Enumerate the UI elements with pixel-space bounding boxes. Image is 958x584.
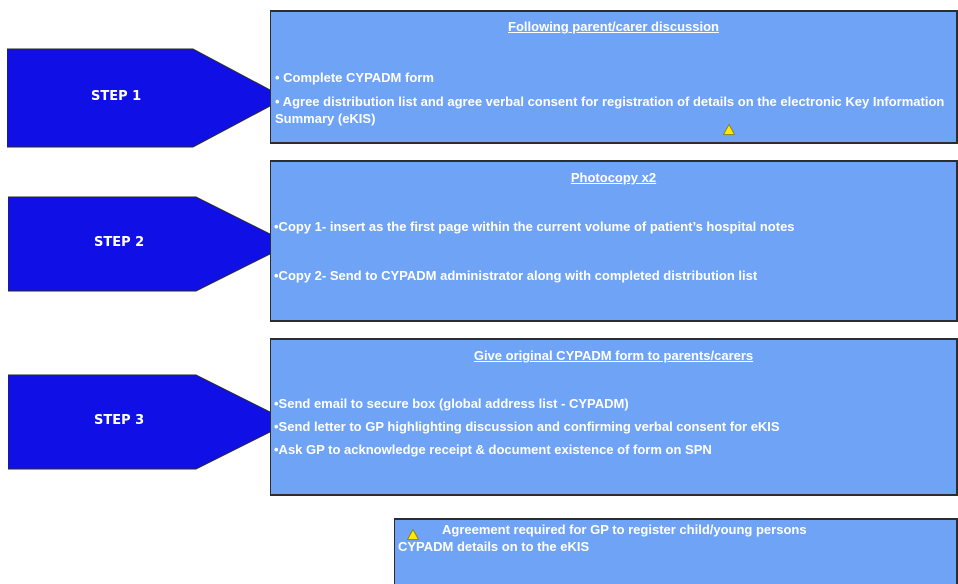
step-1-title: Following parent/carer discussion bbox=[508, 19, 719, 34]
step-3-line-3: •Ask GP to acknowledge receipt & documen… bbox=[274, 442, 712, 457]
step-3-label: STEP 3 bbox=[94, 413, 145, 428]
warning-triangle-icon bbox=[406, 527, 420, 544]
step-1-line-2: • Agree distribution list and agree verb… bbox=[275, 94, 945, 126]
step-1-box: Following parent/carer discussion • Comp… bbox=[270, 10, 958, 144]
step-2-line-1: •Copy 1- insert as the first page within… bbox=[274, 219, 795, 234]
arrow-shape bbox=[7, 48, 287, 148]
step-1-label: STEP 1 bbox=[91, 89, 142, 104]
step-2-box: Photocopy x2 •Copy 1- insert as the firs… bbox=[270, 160, 958, 322]
step-3-line-2: •Send letter to GP highlighting discussi… bbox=[274, 419, 780, 434]
step-2-label: STEP 2 bbox=[94, 235, 145, 250]
step-3-title: Give original CYPADM form to parents/car… bbox=[473, 348, 754, 363]
step-3-line-1: •Send email to secure box (global addres… bbox=[274, 396, 629, 411]
step-3-box: Give original CYPADM form to parents/car… bbox=[270, 338, 958, 496]
step-1-arrow: STEP 1 bbox=[7, 44, 292, 152]
step-2-line-2: •Copy 2- Send to CYPADM administrator al… bbox=[274, 268, 758, 283]
step-1-line-1: • Complete CYPADM form bbox=[275, 70, 434, 85]
note-text: Agreement required for GP to register ch… bbox=[398, 522, 807, 554]
arrow-shape bbox=[8, 374, 292, 470]
step-3-arrow: STEP 3 bbox=[8, 366, 298, 476]
step-2-arrow: STEP 2 bbox=[8, 190, 298, 298]
step-2-title: Photocopy x2 bbox=[570, 170, 657, 185]
warning-triangle-icon bbox=[722, 122, 736, 139]
gp-agreement-note: Agreement required for GP to register ch… bbox=[394, 518, 958, 584]
arrow-shape bbox=[8, 196, 292, 292]
